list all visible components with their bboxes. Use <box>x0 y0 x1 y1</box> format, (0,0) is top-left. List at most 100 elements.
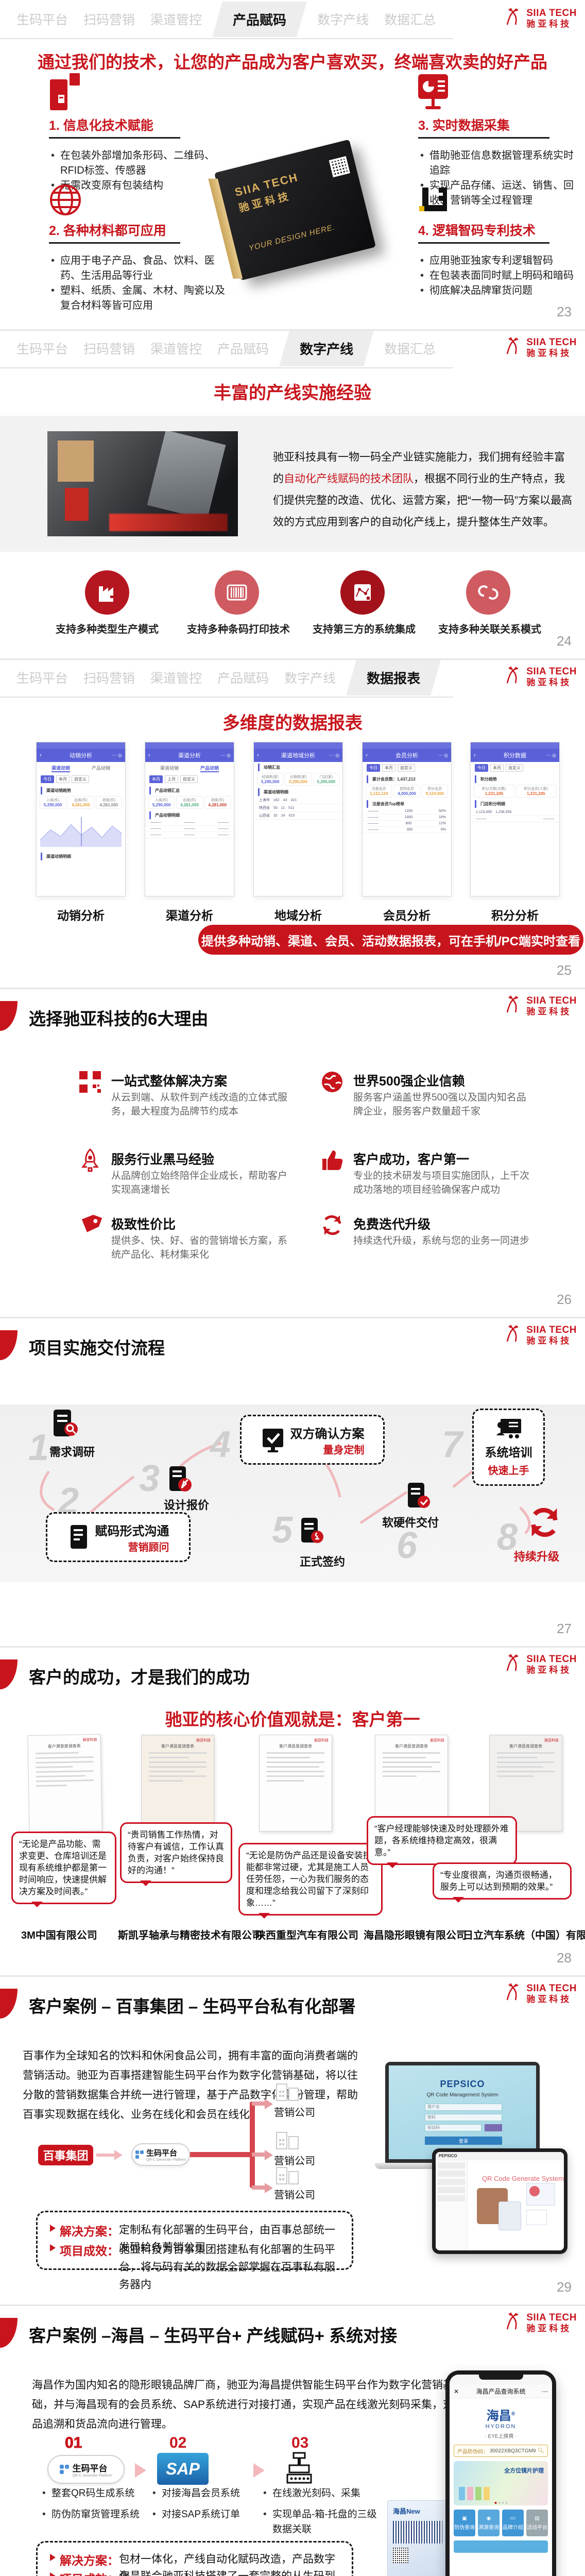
chip[interactable]: 本月 <box>149 775 163 783</box>
menu-activity[interactable]: ▤活动平台 <box>526 2510 548 2536</box>
step-label: 系统培训 <box>485 1445 532 1459</box>
item4-bullet: 在包装表面同时赋上明码和暗码 <box>418 268 583 283</box>
price-tag-icon <box>81 1214 102 1232</box>
chip[interactable]: 本月 <box>490 764 504 772</box>
chip[interactable]: 今日 <box>475 764 488 772</box>
phone-tab[interactable]: 产品动销 <box>200 765 219 772</box>
promo-banner[interactable]: 全方位镜片护理 <box>454 2461 548 2505</box>
tab-qudao[interactable]: 渠道管控 <box>150 13 202 27</box>
menu-anti-fake[interactable]: ▣防伪查询 <box>454 2510 475 2536</box>
captcha-field[interactable]: 验证码 <box>425 2124 481 2131</box>
hydron-logo-en: HYDRON <box>485 2424 517 2430</box>
chip[interactable]: 自定义 <box>180 775 198 783</box>
phone-mockup-channel: ‹渠道分析⋯ ◎ 渠道动销产品动销 本月上月自定义 产品动销汇总 入库(件)5,… <box>145 742 234 896</box>
tab-shengma[interactable]: 生码平台 <box>16 13 68 27</box>
anti-fake-code-search[interactable]: 产品防伪码：30022XBQ3CTGM9 🔍︎ <box>454 2445 548 2457</box>
close-icon[interactable]: ✕ <box>454 2387 459 2395</box>
refresh-icon <box>531 1507 558 1537</box>
item4-title: 4. 逻辑智码专利技术 <box>418 224 536 238</box>
tab-chanpin-active[interactable]: 产品赋码 <box>212 1 307 37</box>
reason-desc: 从云到端、从软件到产线改造的立体式服务，最大程度为品牌节约成本 <box>111 1092 288 1117</box>
tab-saoma[interactable]: 扫码营销 <box>83 342 135 357</box>
doc-search-icon <box>54 1410 78 1436</box>
username-field[interactable]: 用户名 <box>425 2104 502 2111</box>
tab-saoma[interactable]: 扫码营销 <box>83 671 135 686</box>
step7-box: 系统培训 快速上手 <box>472 1409 545 1486</box>
feature-label: 支持多种关联关系模式 <box>438 624 541 635</box>
step-number: 6 <box>397 1525 418 1566</box>
captcha-image[interactable] <box>485 2124 502 2131</box>
chip[interactable]: 今日 <box>367 764 380 772</box>
company-name: 日立汽车系统（中国）有限公司 <box>463 1930 585 1941</box>
sap-logo: SAP <box>157 2453 209 2485</box>
phone-tab[interactable]: 渠道动销 <box>51 765 70 772</box>
chip[interactable]: 本月 <box>56 775 70 783</box>
menu-trace[interactable]: ◉溯源查询 <box>478 2510 500 2536</box>
step-bullet: 在线激光刻码、采集 <box>261 2486 380 2501</box>
testimonial-bubble: “贵司销售工作热情，对待客户有诚信，工作认真负责，对客户始终保持良好的沟通！” <box>120 1822 232 1886</box>
tab-shuju[interactable]: 数据汇总 <box>384 342 436 357</box>
phone-page-title: 海昌产品查询系统 <box>476 2388 526 2395</box>
step-bullet: 对接海昌会员系统 <box>150 2486 253 2501</box>
corner-accent <box>0 1001 18 1031</box>
phone-caption: 动销分析 <box>57 909 105 922</box>
phone-tab[interactable]: 产品动销 <box>91 766 110 771</box>
item1-bullet: 在包装外部增加条形码、二维码、RFID标签、传感器 <box>49 148 227 178</box>
step-bullet: 防伪防窜货管理系统 <box>40 2507 151 2522</box>
deer-icon <box>506 2312 519 2330</box>
tab-shuju[interactable]: 数据汇总 <box>384 13 436 27</box>
chip[interactable]: 本月 <box>382 764 395 772</box>
reason-title: 一站式整体解决方案 <box>111 1074 228 1089</box>
reason-title: 服务行业黑马经验 <box>111 1153 215 1167</box>
intro-paragraph: 驰亚科技具有一物一码全产业链实施能力，我们拥有经验丰富的自动化产线赋码的技术团队… <box>273 451 572 528</box>
step-tag: 营销顾问 <box>128 1541 169 1553</box>
chip[interactable]: 自定义 <box>72 775 89 783</box>
tab-shuzi[interactable]: 数字产线 <box>317 13 369 27</box>
password-field[interactable]: 密码 <box>425 2114 502 2121</box>
phone-tab[interactable]: 渠道动销 <box>160 766 179 771</box>
more-icon[interactable]: ⋯ <box>542 2387 548 2395</box>
reason-title: 免费迭代升级 <box>353 1217 431 1232</box>
page-title: 客户的成功，才是我们的成功 <box>29 1668 250 1687</box>
step-number: 7 <box>442 1424 463 1465</box>
marketing-company-label: 营销公司 <box>274 2156 315 2167</box>
tab-shuzi-active[interactable]: 数字产线 <box>279 330 374 366</box>
tab-chanpin[interactable]: 产品赋码 <box>217 671 269 686</box>
login-button[interactable]: 登录 <box>425 2137 502 2145</box>
survey-doc: 驰亚科技客户满意度调查表 <box>375 1735 448 1832</box>
corner-accent <box>0 1659 18 1689</box>
marketing-company-label: 营销公司 <box>274 2107 315 2119</box>
tab-chanpin[interactable]: 产品赋码 <box>217 342 269 357</box>
page-number: 27 <box>557 1621 572 1636</box>
tab-shengma[interactable]: 生码平台 <box>16 342 68 357</box>
reason-title: 极致性价比 <box>111 1217 176 1232</box>
tab-qudao[interactable]: 渠道管控 <box>150 342 202 357</box>
phone-caption: 渠道分析 <box>166 909 213 922</box>
deer-icon <box>506 337 519 354</box>
tab-shuzi[interactable]: 数字产线 <box>284 671 336 686</box>
phone-caption: 地域分析 <box>274 909 322 922</box>
step-number: 5 <box>272 1510 293 1551</box>
case-paragraph: 海昌作为国内知名的隐形眼镜品牌厂商，驰亚为海昌提供智能生码平台作为数字化营销基础… <box>32 2379 465 2430</box>
tab-saoma[interactable]: 扫码营销 <box>83 13 135 27</box>
summary-banner: 提供多种动销、渠道、会员、活动数据报表，可在手机/PC端实时查看 <box>198 925 583 955</box>
chip[interactable]: 上月 <box>165 775 178 783</box>
page-number: 25 <box>557 962 572 978</box>
company-name: 海昌隐形眼镜有限公司 <box>364 1930 467 1941</box>
production-line-photo <box>47 431 238 536</box>
tab-baobiao-active[interactable]: 数据报表 <box>346 659 441 696</box>
survey-doc: 驰亚科技客户满意度调查表 <box>259 1735 332 1832</box>
chip[interactable]: 自定义 <box>398 764 415 772</box>
chip[interactable]: 自定义 <box>506 764 523 772</box>
step-label: 持续升级 <box>514 1550 560 1563</box>
tab-shengma[interactable]: 生码平台 <box>16 671 68 686</box>
tab-qudao[interactable]: 渠道管控 <box>150 671 202 686</box>
menu-brand[interactable]: 👍︎品牌介绍 <box>502 2510 524 2536</box>
search-icon[interactable]: 🔍︎ <box>538 2448 544 2454</box>
item3-bullet: 实现产品存储、运送、销售、回收、营销等全过程管理 <box>418 178 583 208</box>
chip[interactable]: 今日 <box>41 775 54 783</box>
testimonial-bubble: “无论是产品功能、需求变更、仓库培训还是现有系统维护都是第一时间响应，快速提供解… <box>11 1832 116 1907</box>
